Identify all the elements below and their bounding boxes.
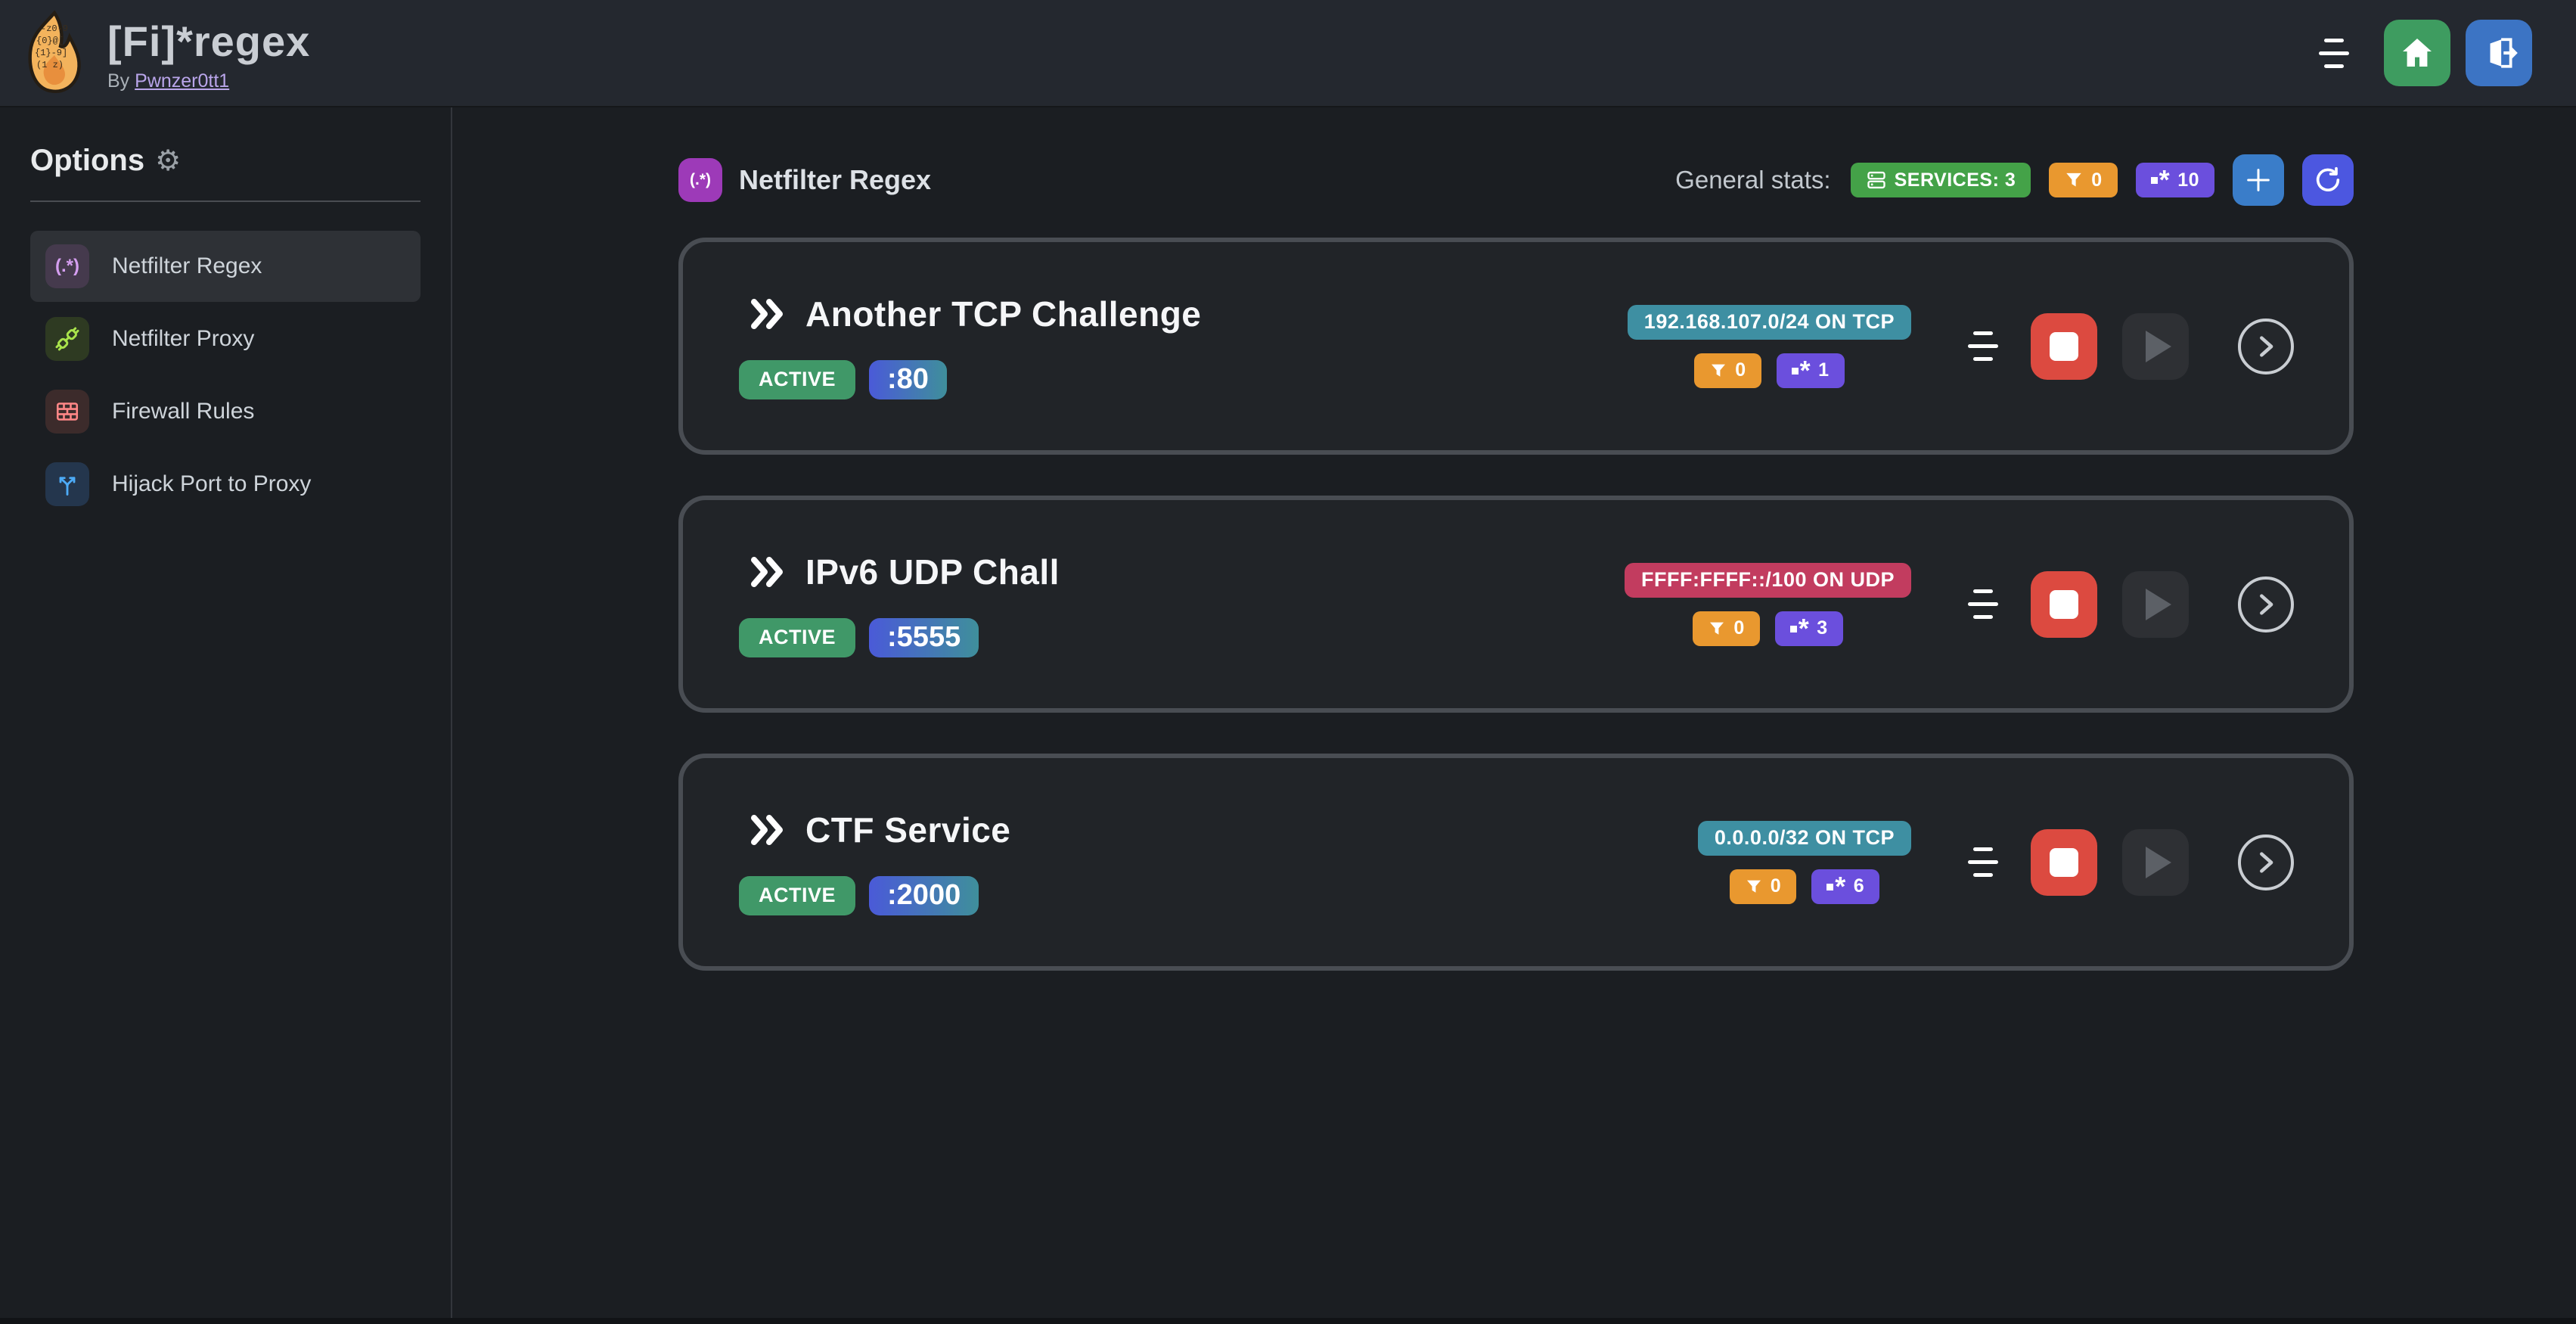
svg-text:{0}@[: {0}@[ bbox=[36, 36, 64, 46]
stop-button[interactable] bbox=[2031, 570, 2097, 638]
author-link[interactable]: Pwnzer0tt1 bbox=[135, 70, 230, 92]
refresh-button[interactable] bbox=[2302, 154, 2354, 206]
netfilter-regex-section-icon: (.*) bbox=[678, 158, 722, 202]
regex-dot-star-icon: * bbox=[1826, 872, 1846, 900]
sidebar-item-firewall-rules[interactable]: Firewall Rules bbox=[30, 376, 421, 447]
filters-stat-badge: 0 bbox=[2049, 163, 2118, 197]
filter-icon bbox=[1746, 880, 1761, 893]
general-stats: General stats: SERVICES: 3 0 * 10 bbox=[1675, 154, 2354, 206]
regexes-stat-badge: * 10 bbox=[2135, 163, 2214, 197]
service-card: CTF Service ACTIVE :2000 0.0.0.0/32 ON T… bbox=[678, 754, 2354, 971]
firewall-icon bbox=[45, 390, 89, 434]
address-badge: 192.168.107.0/24 ON TCP bbox=[1627, 304, 1911, 340]
filters-badge: 0 bbox=[1729, 869, 1797, 904]
proxy-icon bbox=[45, 317, 89, 361]
regex-dot-star-icon: * bbox=[1791, 356, 1811, 384]
header-menu-icon[interactable] bbox=[2317, 38, 2351, 68]
stop-icon bbox=[2050, 331, 2078, 361]
filter-icon bbox=[1712, 364, 1726, 377]
section-title: Netfilter Regex bbox=[739, 164, 932, 195]
sidebar-divider bbox=[30, 200, 421, 202]
double-chevron-icon bbox=[750, 555, 786, 589]
status-badge: ACTIVE bbox=[739, 617, 856, 657]
service-card: IPv6 UDP Chall ACTIVE :5555 FFFF:FFFF::/… bbox=[678, 496, 2354, 713]
service-menu-icon[interactable] bbox=[1966, 331, 2000, 361]
gear-icon: ⚙ bbox=[155, 145, 182, 177]
double-chevron-icon bbox=[750, 813, 786, 847]
services-stat-badge: SERVICES: 3 bbox=[1850, 163, 2031, 197]
stop-icon bbox=[2050, 589, 2078, 619]
sidebar-item-hijack-port[interactable]: Hijack Port to Proxy bbox=[30, 449, 421, 520]
svg-text:{1}-9]: {1}-9] bbox=[35, 48, 67, 58]
home-icon bbox=[2403, 39, 2432, 67]
regex-dot-star-icon: * bbox=[2150, 166, 2171, 194]
app-header: -z0-9 {0}@[ {1}-9] (1 z) [Fi]*regex By P… bbox=[0, 0, 2576, 107]
filter-icon bbox=[2066, 172, 2082, 187]
service-menu-icon[interactable] bbox=[1966, 847, 2000, 877]
play-button[interactable] bbox=[2122, 570, 2189, 638]
regexes-badge: * 3 bbox=[1774, 611, 1843, 646]
port-badge: :2000 bbox=[869, 875, 979, 915]
server-icon bbox=[1867, 171, 1885, 189]
regexes-badge: * 1 bbox=[1776, 353, 1845, 388]
regex-dot-star-icon: * bbox=[1789, 614, 1810, 642]
section-header: (.*) Netfilter Regex General stats: SERV… bbox=[678, 154, 2354, 206]
stop-icon bbox=[2050, 847, 2078, 877]
main-content: (.*) Netfilter Regex General stats: SERV… bbox=[452, 107, 2576, 1324]
service-title: IPv6 UDP Chall bbox=[805, 552, 1060, 592]
service-title: CTF Service bbox=[805, 810, 1011, 850]
app-title: [Fi]*regex bbox=[107, 17, 311, 65]
play-icon bbox=[2146, 588, 2171, 620]
sidebar-item-netfilter-proxy[interactable]: Netfilter Proxy bbox=[30, 303, 421, 375]
status-badge: ACTIVE bbox=[739, 875, 856, 915]
add-service-button[interactable] bbox=[2233, 154, 2284, 206]
chevron-right-icon bbox=[2260, 335, 2273, 357]
byline: By Pwnzer0tt1 bbox=[107, 70, 230, 92]
refresh-icon bbox=[2316, 166, 2340, 191]
port-badge: :5555 bbox=[869, 617, 979, 657]
service-menu-icon[interactable] bbox=[1966, 589, 2000, 619]
play-icon bbox=[2146, 330, 2171, 362]
home-button[interactable] bbox=[2384, 20, 2450, 86]
sidebar-heading: Options ⚙ bbox=[30, 144, 182, 177]
flame-logo: -z0-9 {0}@[ {1}-9] (1 z) bbox=[23, 10, 86, 96]
filters-badge: 0 bbox=[1694, 353, 1761, 388]
service-title: Another TCP Challenge bbox=[805, 294, 1202, 334]
double-chevron-icon bbox=[750, 297, 786, 331]
service-card: Another TCP Challenge ACTIVE :80 192.168… bbox=[678, 238, 2354, 455]
sidebar: Options ⚙ (.*) Netfilter Regex bbox=[0, 107, 452, 1324]
bottom-strip bbox=[0, 1318, 2576, 1324]
stop-button[interactable] bbox=[2031, 312, 2097, 380]
service-details-button[interactable] bbox=[2238, 318, 2294, 375]
split-arrows-icon bbox=[45, 462, 89, 506]
address-badge: 0.0.0.0/32 ON TCP bbox=[1697, 820, 1911, 856]
app-title-block: [Fi]*regex By Pwnzer0tt1 bbox=[107, 14, 310, 92]
chevron-right-icon bbox=[2260, 593, 2273, 615]
logout-button[interactable] bbox=[2466, 20, 2532, 86]
filter-icon bbox=[1710, 622, 1724, 635]
port-badge: :80 bbox=[869, 359, 947, 399]
stop-button[interactable] bbox=[2031, 828, 2097, 896]
play-button[interactable] bbox=[2122, 828, 2189, 896]
sidebar-item-netfilter-regex[interactable]: (.*) Netfilter Regex bbox=[30, 231, 421, 302]
stats-label: General stats: bbox=[1675, 166, 1831, 194]
chevron-right-icon bbox=[2260, 851, 2273, 873]
svg-text:(1 z): (1 z) bbox=[36, 60, 64, 70]
regex-icon: (.*) bbox=[45, 244, 89, 288]
plus-icon bbox=[2247, 169, 2270, 191]
regexes-badge: * 6 bbox=[1811, 869, 1880, 904]
svg-text:-z0-9: -z0-9 bbox=[41, 23, 68, 34]
filters-badge: 0 bbox=[1693, 611, 1760, 646]
status-badge: ACTIVE bbox=[739, 359, 856, 399]
service-details-button[interactable] bbox=[2238, 834, 2294, 890]
sidebar-nav: (.*) Netfilter Regex Netfilter Pr bbox=[30, 231, 421, 520]
service-details-button[interactable] bbox=[2238, 576, 2294, 632]
play-button[interactable] bbox=[2122, 312, 2189, 380]
logout-icon bbox=[2490, 38, 2518, 68]
address-badge: FFFF:FFFF::/100 ON UDP bbox=[1625, 562, 1911, 598]
play-icon bbox=[2146, 846, 2171, 878]
